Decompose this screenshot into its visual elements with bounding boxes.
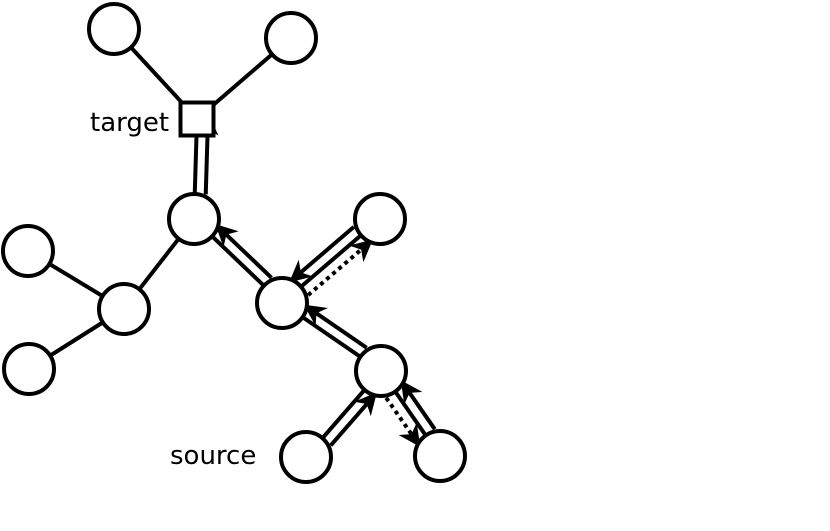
tree-node (255, 276, 309, 330)
tree-node (354, 344, 408, 398)
tree-node (353, 192, 407, 246)
tree-node (264, 11, 318, 65)
source-label: source (170, 441, 256, 471)
target-node (178, 100, 216, 138)
source-node (279, 430, 333, 484)
tree-nodes (1, 2, 467, 484)
walk-arrow (289, 225, 356, 283)
walk-arrow (400, 380, 437, 431)
walk-arrow (303, 304, 368, 350)
tree-node (167, 192, 221, 246)
tree-node (1, 224, 55, 278)
tree-node (2, 342, 56, 396)
walk-arrow-dotted (384, 396, 421, 447)
target-label: target (90, 108, 169, 138)
walk-arrow (215, 224, 273, 280)
walk-arrow (329, 392, 377, 447)
tree-node (87, 2, 141, 56)
tree-node (413, 429, 467, 483)
tree-node (97, 282, 151, 336)
walk-arrow-dotted (306, 239, 373, 297)
